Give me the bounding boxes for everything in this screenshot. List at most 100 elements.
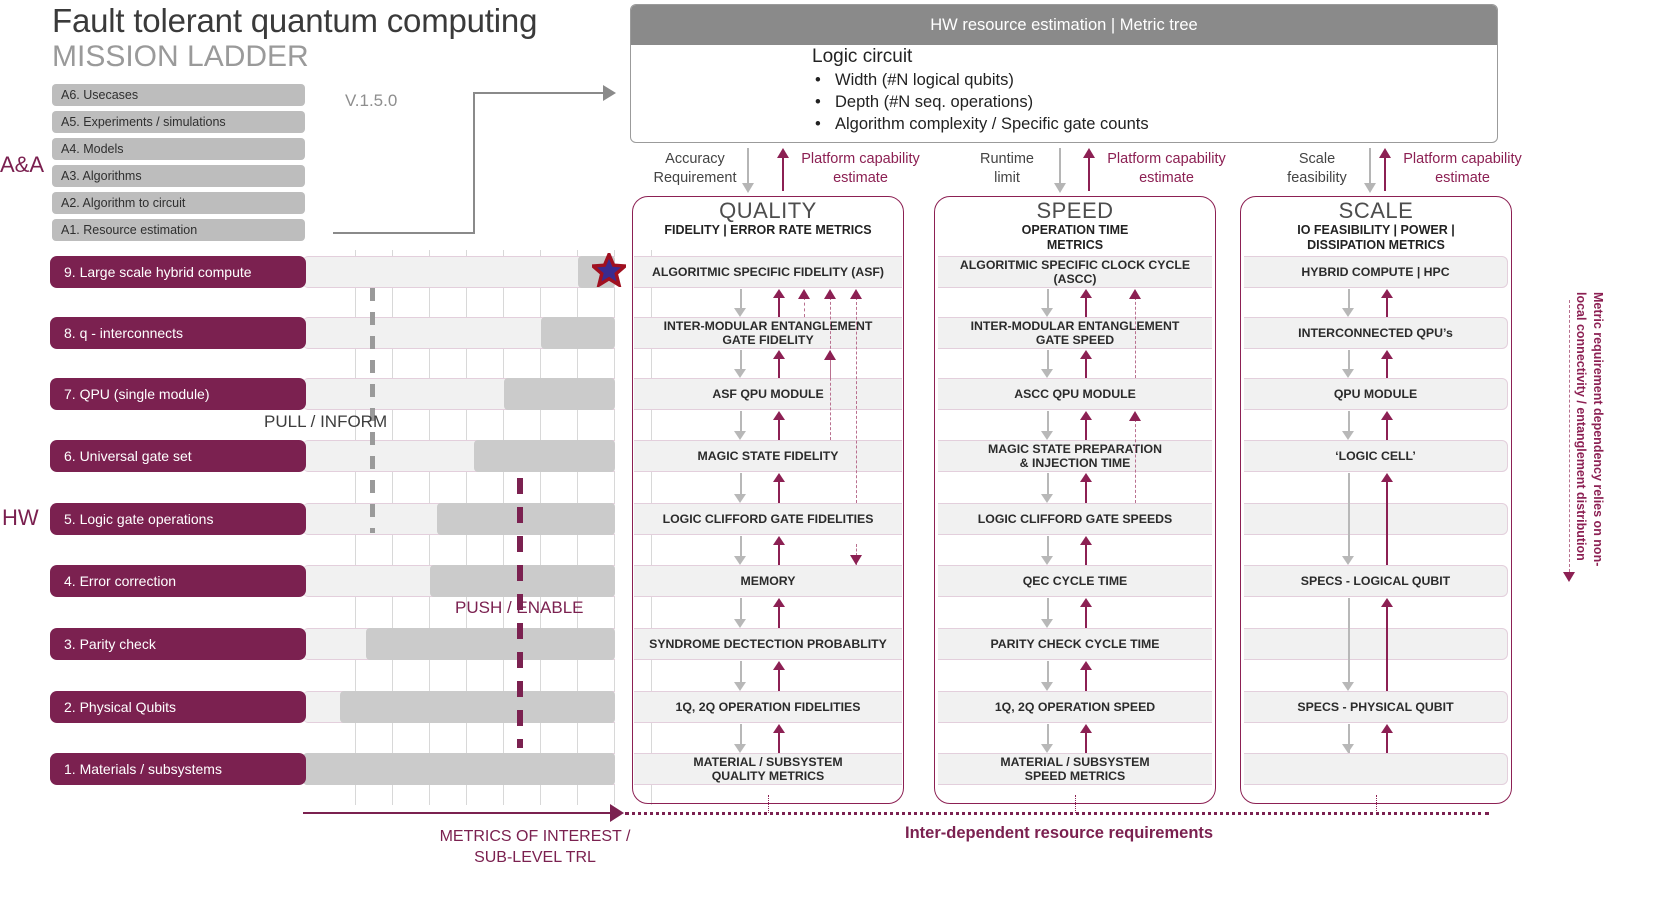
capability-line: Platform capability — [801, 151, 920, 167]
metric-cell-line: MATERIAL / SUBSYSTEM — [693, 755, 843, 769]
upstream-arrow-line — [778, 669, 780, 691]
metric-cell[interactable] — [1244, 503, 1508, 535]
downstream-arrow-head-icon — [1041, 619, 1053, 628]
page-title: Fault tolerant quantum computing — [52, 2, 538, 39]
downstream-arrow-head-icon — [1041, 369, 1053, 378]
trl-progress-bar — [474, 440, 615, 472]
metric-cell-line: MEMORY — [740, 574, 796, 588]
cross-dependency-dashed-line — [830, 358, 831, 440]
metric-cell-line: SPEED METRICS — [1024, 769, 1126, 783]
cross-dependency-dashed-line — [804, 297, 805, 317]
metric-cell[interactable]: MAGIC STATE PREPARATION& INJECTION TIME — [938, 440, 1212, 472]
version-label: V.1.5.0 — [345, 91, 398, 110]
metric-cell[interactable]: QEC CYCLE TIME — [938, 565, 1212, 597]
ladder-row-label: 6. Universal gate set — [64, 448, 192, 464]
upstream-arrow-head-icon — [1080, 661, 1092, 670]
metric-cell[interactable]: PARITY CHECK CYCLE TIME — [938, 628, 1212, 660]
aa-row-6[interactable]: A6. Usecases — [52, 84, 305, 106]
ladder-row-9[interactable]: 9. Large scale hybrid compute — [50, 256, 306, 288]
inter-dependent-label: Inter-dependent resource requirements — [905, 824, 1214, 842]
metric-column-title-speed: SPEED — [1036, 198, 1114, 223]
metric-column-subtitle-quality: FIDELITY | ERROR RATE METRICS — [632, 223, 904, 238]
aa-row-1[interactable]: A1. Resource estimation — [52, 219, 305, 241]
ladder-row-label: 1. Materials / subsystems — [64, 761, 222, 777]
downstream-arrow-line — [1047, 598, 1049, 619]
metric-cell-label: LOGIC CLIFFORD GATE SPEEDS — [978, 512, 1172, 526]
metric-cell-line: LOGIC CLIFFORD GATE SPEEDS — [977, 512, 1173, 526]
metric-cell[interactable]: ‘LOGIC CELL’ — [1244, 440, 1508, 472]
upstream-arrow-head-icon — [1381, 724, 1393, 733]
downstream-arrow-line — [1348, 411, 1350, 431]
ladder-row-label: 9. Large scale hybrid compute — [64, 264, 252, 280]
nonlocal-dependency-caption: Metric requirement dependency relies on … — [1572, 292, 1606, 592]
metric-cell[interactable]: ASCC QPU MODULE — [938, 378, 1212, 410]
metric-cell[interactable]: INTERCONNECTED QPU’s — [1244, 317, 1508, 349]
metric-cell[interactable]: LOGIC CLIFFORD GATE SPEEDS — [938, 503, 1212, 535]
upstream-arrow-head-icon — [1080, 289, 1092, 298]
requirement-arrow-head-icon — [742, 183, 754, 193]
ladder-row-label: 7. QPU (single module) — [64, 386, 210, 402]
metric-cell[interactable] — [1244, 753, 1508, 785]
downstream-arrow-head-icon — [1041, 308, 1053, 317]
metric-cell-line: & INJECTION TIME — [1019, 456, 1131, 470]
upstream-arrow-head-icon — [773, 350, 785, 359]
metric-cell[interactable]: 1Q, 2Q OPERATION FIDELITIES — [634, 691, 902, 723]
metric-cell[interactable]: ASF QPU MODULE — [634, 378, 902, 410]
downstream-arrow-line — [1047, 724, 1049, 744]
aa-row-3[interactable]: A3. Algorithms — [52, 165, 305, 187]
metric-cell-label: HYBRID COMPUTE | HPC — [1301, 265, 1449, 279]
metric-cell[interactable]: QPU MODULE — [1244, 378, 1508, 410]
aa-row-4[interactable]: A4. Models — [52, 138, 305, 160]
ladder-row-8[interactable]: 8. q - interconnects — [50, 317, 306, 349]
metric-cell[interactable]: ALGORITMIC SPECIFIC CLOCK CYCLE (ASCC) — [938, 256, 1212, 288]
ladder-row-1[interactable]: 1. Materials / subsystems — [50, 753, 306, 785]
ladder-row-4[interactable]: 4. Error correction — [50, 565, 306, 597]
metric-cell[interactable] — [1244, 628, 1508, 660]
metric-cell-line: QEC CYCLE TIME — [1022, 574, 1128, 588]
metric-cell[interactable]: MAGIC STATE FIDELITY — [634, 440, 902, 472]
metrics-of-interest-axis — [303, 812, 613, 814]
section-label-aa: A&A — [0, 152, 45, 177]
trl-progress-bar — [504, 378, 615, 410]
capability-line: estimate — [1139, 170, 1194, 186]
metric-cell[interactable]: SYNDROME DECTECTION PROBABLITY — [634, 628, 902, 660]
metric-cell[interactable]: LOGIC CLIFFORD GATE FIDELITIES — [634, 503, 902, 535]
nonlocal-dependency-caption-line1: Metric requirement dependency relies on … — [1591, 292, 1605, 567]
upstream-arrow-line — [1085, 419, 1087, 440]
metric-cell-label: MAGIC STATE FIDELITY — [698, 449, 839, 463]
metric-cell[interactable]: MEMORY — [634, 565, 902, 597]
ladder-row-label: 2. Physical Qubits — [64, 699, 177, 715]
metric-cell[interactable]: HYBRID COMPUTE | HPC — [1244, 256, 1508, 288]
upstream-arrow-line — [778, 732, 780, 753]
metric-cell-line: ASF QPU MODULE — [712, 387, 824, 401]
ladder-row-2[interactable]: 2. Physical Qubits — [50, 691, 306, 723]
metric-cell[interactable]: SPECS - LOGICAL QUBIT — [1244, 565, 1508, 597]
cross-dependency-arrow-head-up-icon — [1129, 411, 1141, 421]
ladder-row-7[interactable]: 7. QPU (single module) — [50, 378, 306, 410]
upstream-arrow-line — [1085, 544, 1087, 565]
upstream-arrow-head-icon — [773, 473, 785, 482]
ladder-row-5[interactable]: 5. Logic gate operations — [50, 503, 306, 535]
metric-cell[interactable]: ALGORITMIC SPECIFIC FIDELITY (ASF) — [634, 256, 902, 288]
downstream-arrow-line — [1348, 289, 1350, 308]
ladder-row-3[interactable]: 3. Parity check — [50, 628, 306, 660]
downstream-arrow-line — [740, 536, 742, 556]
downstream-arrow-line — [740, 724, 742, 744]
aa-row-2[interactable]: A2. Algorithm to circuit — [52, 192, 305, 214]
aa-row-5[interactable]: A5. Experiments / simulations — [52, 111, 305, 133]
metric-cell-line: LOGIC CLIFFORD GATE FIDELITIES — [662, 512, 874, 526]
ladder-row-6[interactable]: 6. Universal gate set — [50, 440, 306, 472]
metric-cell[interactable]: SPECS - PHYSICAL QUBIT — [1244, 691, 1508, 723]
interdependency-connector — [1376, 795, 1377, 813]
requirement-arrow-line — [1059, 148, 1061, 186]
requirement-arrow-head-icon — [1364, 183, 1376, 193]
trl-row-strip — [303, 256, 615, 288]
metric-cell[interactable]: 1Q, 2Q OPERATION SPEED — [938, 691, 1212, 723]
downstream-arrow-line — [1348, 350, 1350, 369]
metric-cell-label: ASCC QPU MODULE — [1014, 387, 1136, 401]
